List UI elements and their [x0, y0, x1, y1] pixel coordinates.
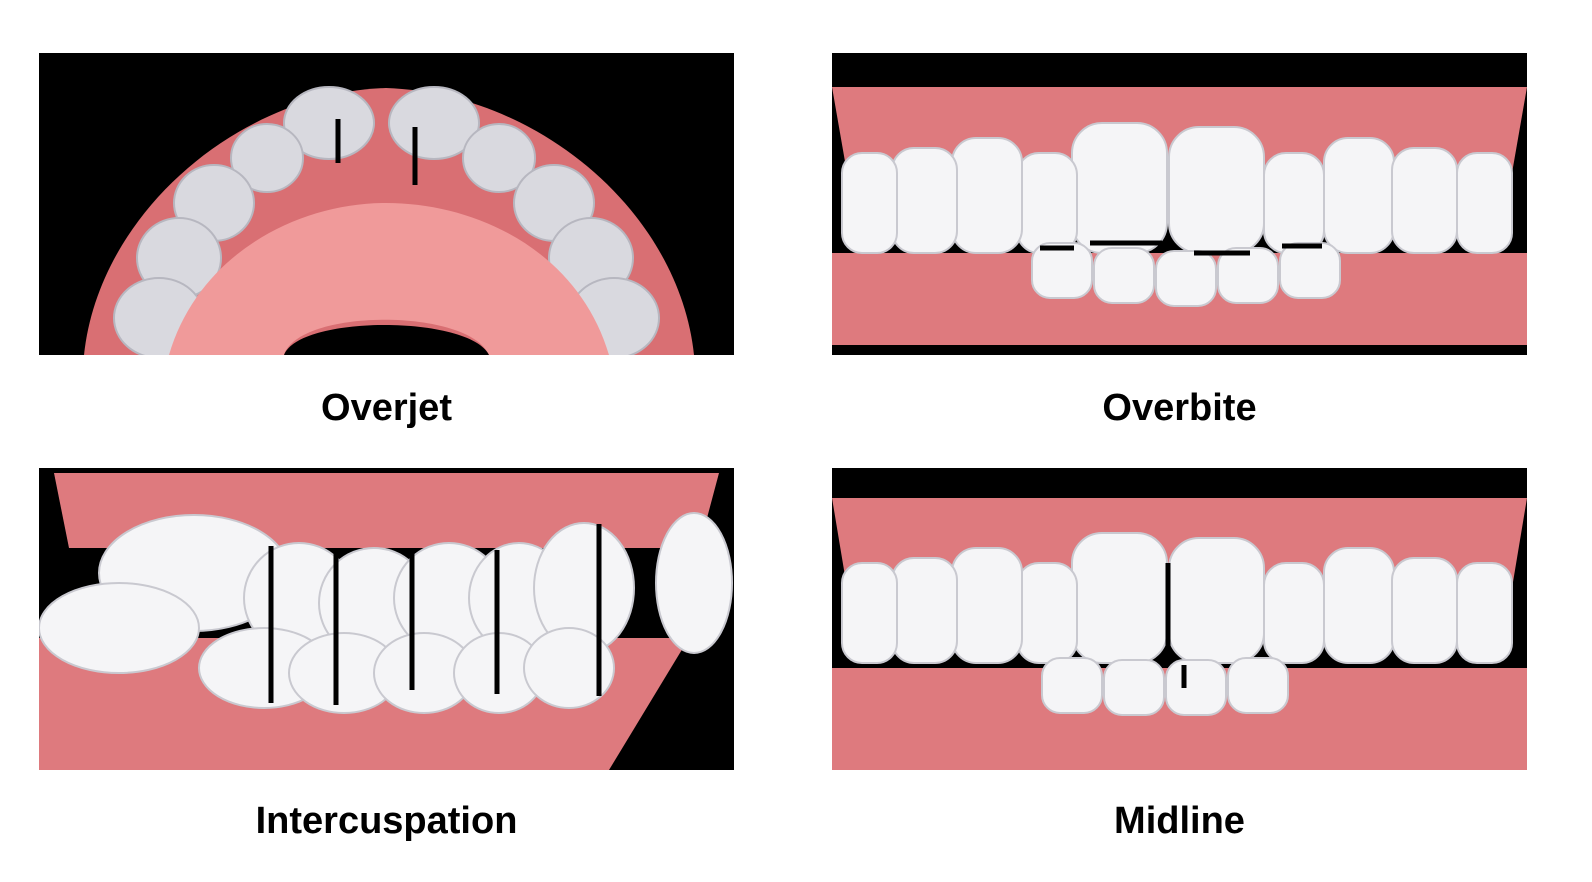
overjet-illustration [39, 53, 734, 355]
overbite-caption: Overbite [1102, 387, 1257, 429]
overbite-illustration [832, 53, 1527, 355]
intercuspation-caption: Intercuspation [255, 800, 518, 842]
overbite-image [832, 53, 1527, 355]
overjet-image [39, 53, 734, 355]
midline-caption: Midline [1114, 800, 1245, 842]
midline-image [832, 468, 1527, 770]
midline-illustration [832, 468, 1527, 770]
overjet-caption: Overjet [321, 387, 452, 429]
intercuspation-image [39, 468, 734, 770]
intercuspation-illustration [39, 468, 734, 770]
